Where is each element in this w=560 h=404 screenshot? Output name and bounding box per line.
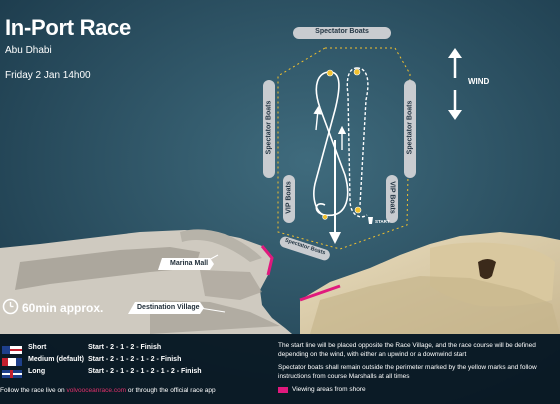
flag-long-icon (2, 370, 22, 378)
legend-sequence: Start - 2 - 1 - 2 - Finish (88, 344, 162, 351)
legend-name: Short (28, 344, 47, 351)
marina-mall-callout-bg (158, 258, 214, 270)
viewing-area-key-swatch (278, 387, 288, 393)
legend-sequence: Start - 2 - 1 - 2 - 1 - 2 - Finish (88, 356, 182, 363)
footer-suffix: or through the official race app (126, 387, 216, 394)
buoy-mark-3 (354, 206, 362, 214)
course-path-dashed-b (356, 67, 369, 206)
course-perimeter (277, 47, 411, 250)
spectator-note: Spectator boats shall remain outside the… (278, 364, 537, 380)
flag-short-icon (2, 346, 22, 354)
start-label: START (375, 219, 390, 224)
page-title: In-Port Race (5, 15, 131, 40)
course-direction-arrow-2 (313, 105, 322, 131)
viewing-area-island (299, 284, 341, 302)
spectator-boats-left-label: Spectator Boats (265, 100, 273, 155)
spectator-boats-left-bar (263, 80, 275, 178)
wind-arrowhead-up-icon (448, 48, 462, 58)
buoy-mark-2 (353, 68, 361, 76)
course-path-dashed-a (346, 67, 368, 218)
start-line-note: The start line will be placed opposite t… (278, 342, 536, 358)
marina-mall-label: Marina Mall (170, 260, 209, 267)
destination-village-label: Destination Village (137, 304, 200, 311)
spectator-boats-top-bar (293, 27, 391, 39)
clock-icon (2, 298, 19, 315)
footer-text: Follow the race live on volvooceanrace.c… (0, 387, 216, 394)
spectator-boats-right-bar (404, 80, 416, 178)
city-land (0, 229, 292, 334)
footer-site-link[interactable]: volvooceanrace.com (66, 387, 127, 394)
location-label: Abu Dhabi (5, 45, 52, 56)
vip-boats-left-bar (283, 175, 295, 223)
flag-medium-icon (2, 358, 22, 366)
vip-boats-right-bar (386, 175, 398, 223)
wind-arrowhead-down-icon (448, 110, 462, 120)
legend-name: Long (28, 368, 46, 375)
spectator-boats-bottom-bar (279, 236, 330, 261)
buoy-mark-4 (322, 214, 328, 220)
viewing-area-key-label: Viewing areas from shore (292, 386, 366, 393)
building-icon (478, 259, 496, 279)
wind-label: WIND (468, 77, 490, 86)
island-land (299, 232, 560, 334)
destination-village-pointer (199, 307, 226, 313)
legend-sequence: Start - 2 - 1 - 2 - 1 - 2 - 1 - 2 - Fini… (88, 368, 202, 375)
vip-boats-right-label: VIP Boats (388, 181, 396, 214)
viewing-area-marina (260, 245, 274, 276)
race-duration: 60min approx. (22, 301, 104, 315)
buoy-mark-1 (326, 69, 334, 77)
start-boat-icon (368, 217, 373, 224)
footer-prefix: Follow the race live on (0, 387, 67, 394)
vip-boats-left-label: VIP Boats (285, 181, 293, 214)
spectator-boats-top-label: Spectator Boats (315, 28, 369, 35)
spectator-boats-right-label: Spectator Boats (406, 100, 414, 155)
legend-name: Medium (default) (28, 356, 84, 363)
race-datetime: Friday 2 Jan 14h00 (5, 70, 91, 81)
destination-village-callout-bg (128, 302, 204, 314)
course-path-inner (313, 71, 340, 216)
